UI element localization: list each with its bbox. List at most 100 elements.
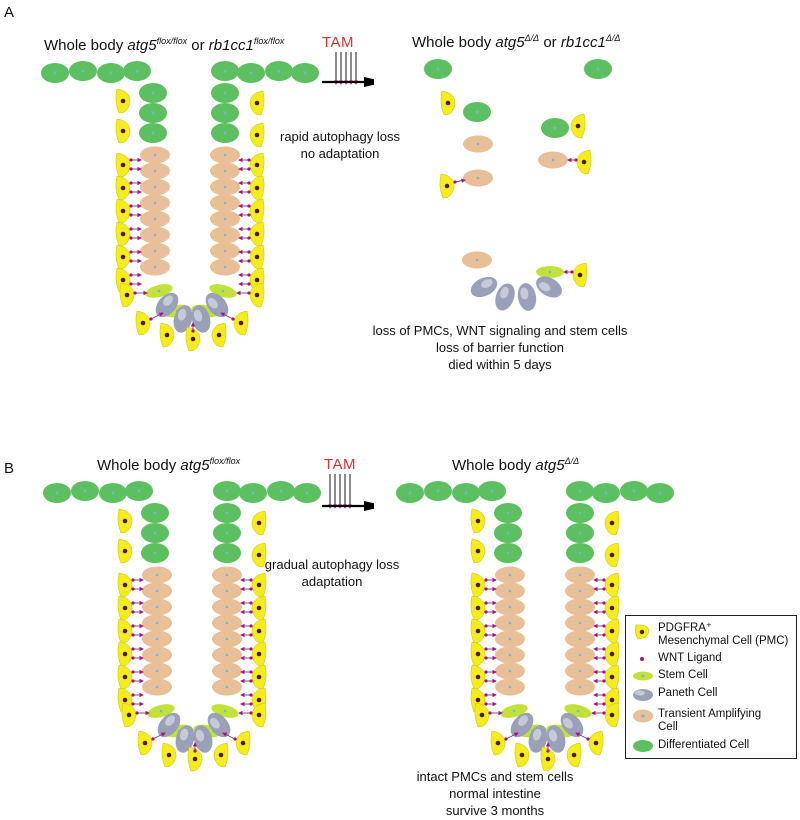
nucleus xyxy=(223,249,227,253)
nucleus xyxy=(277,69,281,73)
nucleus xyxy=(476,142,480,146)
wnt-ligand xyxy=(602,679,606,683)
wnt-ligand xyxy=(133,291,137,295)
wnt-arrow xyxy=(454,178,466,183)
nucleus xyxy=(508,589,512,593)
wnt-ligand xyxy=(484,610,488,614)
nucleus xyxy=(475,258,479,262)
wnt-ligand xyxy=(131,624,135,628)
nucleus xyxy=(157,289,161,293)
pmc-nucleus xyxy=(122,651,128,657)
nucleus xyxy=(153,185,157,189)
pmc-cell-icon xyxy=(635,624,650,640)
panel-label-b: B xyxy=(4,460,15,477)
pmc-nucleus xyxy=(254,100,260,106)
pmc-nucleus xyxy=(120,208,126,214)
nucleus xyxy=(305,491,309,495)
wnt-ligand xyxy=(233,737,237,741)
pmc-nucleus xyxy=(190,336,196,342)
wnt-ligand xyxy=(247,236,251,240)
pmc-nucleus xyxy=(192,756,198,762)
nucleus xyxy=(632,489,636,493)
pmc-nucleus xyxy=(256,520,262,526)
wnt-arrow xyxy=(575,732,589,740)
nucleus xyxy=(508,637,512,641)
nucleus xyxy=(225,573,229,577)
nucleus xyxy=(53,71,57,75)
wnt-arrow xyxy=(152,732,166,740)
wnt-ligand xyxy=(247,259,251,263)
nucleus xyxy=(223,111,227,115)
pmc-nucleus xyxy=(609,628,615,634)
pmc-nucleus xyxy=(581,159,587,165)
nucleus xyxy=(508,605,512,609)
nucleus xyxy=(476,176,480,180)
wnt-ligand xyxy=(586,737,590,741)
pmc-nucleus xyxy=(475,697,481,703)
wnt-ligand xyxy=(484,693,488,697)
wnt-ligand xyxy=(249,601,253,605)
wnt-ligand xyxy=(129,204,133,208)
pmc-nucleus xyxy=(256,552,262,558)
wnt-ligand xyxy=(247,291,251,295)
pmc-nucleus xyxy=(238,320,244,326)
wnt-ligand xyxy=(129,158,133,162)
paneth-highlight xyxy=(518,715,528,726)
nucleus xyxy=(223,91,227,95)
nucleus xyxy=(553,126,557,130)
pmc-nucleus xyxy=(519,752,525,758)
nucleus xyxy=(225,685,229,689)
nucleus xyxy=(508,685,512,689)
pmc-nucleus xyxy=(140,320,146,326)
wnt-ligand xyxy=(129,259,133,263)
nucleus xyxy=(223,185,227,189)
nucleus xyxy=(508,669,512,673)
nucleus xyxy=(223,709,227,713)
panel-a-tam-label: TAM xyxy=(322,34,355,51)
pmc-nucleus xyxy=(254,185,260,191)
wnt-arrow xyxy=(220,312,234,320)
wnt-ligand xyxy=(131,702,135,706)
paneth-highlight xyxy=(481,279,493,288)
panel-b-right-heading: Whole body atg5Δ/Δ xyxy=(452,456,580,474)
panel-a-right-heading: Whole body atg5Δ/Δ or rb1cc1Δ/Δ xyxy=(412,33,621,51)
nucleus xyxy=(508,573,512,577)
nucleus xyxy=(512,709,516,713)
paneth-highlight xyxy=(209,717,220,729)
nucleus xyxy=(225,489,229,493)
wnt-ligand xyxy=(131,601,135,605)
pmc-nucleus xyxy=(475,605,481,611)
paneth-highlight xyxy=(520,287,529,300)
wnt-ligand xyxy=(484,633,488,637)
pmc-nucleus xyxy=(120,254,126,260)
wnt-ligand xyxy=(151,737,155,741)
pmc-nucleus xyxy=(254,132,260,138)
pmc-nucleus xyxy=(609,712,615,718)
nucleus xyxy=(578,573,582,577)
pmc-nucleus xyxy=(122,674,128,680)
nucleus xyxy=(137,489,141,493)
wnt-ligand xyxy=(247,204,251,208)
wnt-ligand xyxy=(231,317,235,321)
pmc-nucleus xyxy=(479,712,485,718)
nucleus xyxy=(221,289,225,293)
nucleus xyxy=(155,669,159,673)
pmc-nucleus xyxy=(475,518,481,524)
pmc-nucleus xyxy=(256,582,262,588)
nucleus xyxy=(155,685,159,689)
wnt-ligand xyxy=(247,213,251,217)
nucleus xyxy=(81,69,85,73)
pmc-nucleus xyxy=(577,272,583,278)
wnt-ligand xyxy=(602,578,606,582)
nucleus xyxy=(225,621,229,625)
wnt-ligand xyxy=(131,587,135,591)
nucleus xyxy=(155,621,159,625)
wnt-ligand xyxy=(131,633,135,637)
nucleus xyxy=(223,131,227,135)
nucleus xyxy=(303,71,307,75)
nucleus xyxy=(548,270,552,274)
nucleus xyxy=(506,551,510,555)
pmc-nucleus xyxy=(254,208,260,214)
wnt-ligand xyxy=(602,693,606,697)
